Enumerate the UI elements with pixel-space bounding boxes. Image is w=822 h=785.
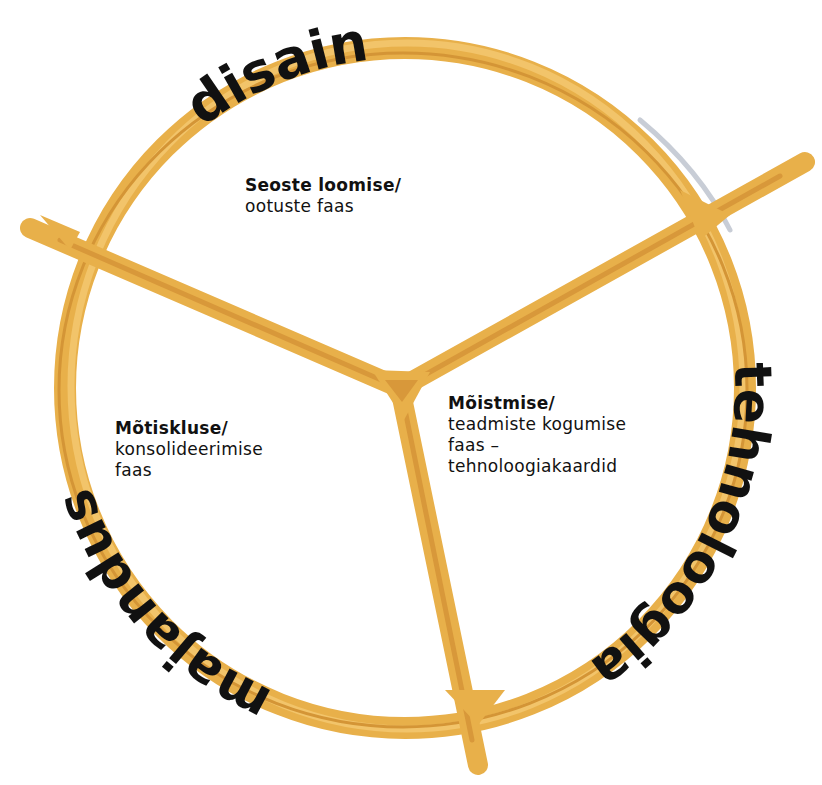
ring-word-text: majandus bbox=[44, 482, 279, 735]
ring-word: majandus bbox=[44, 482, 279, 735]
phase-region: Mõistmise/teadmiste kogumise faas – tehn… bbox=[448, 393, 648, 481]
spoke-knot bbox=[680, 190, 730, 240]
spoke-vein bbox=[405, 176, 780, 386]
spoke-joint-shade bbox=[385, 380, 418, 402]
spoke-vein bbox=[60, 240, 395, 386]
phase-description: ootuste faas bbox=[245, 196, 455, 217]
spoke bbox=[30, 228, 400, 388]
phase-description: konsolideerimise faas bbox=[115, 439, 295, 481]
spoke-joint bbox=[372, 370, 430, 420]
spokes bbox=[30, 162, 805, 765]
phase-heading: Mõtiskluse/ bbox=[115, 418, 295, 439]
ring-word: disain bbox=[174, 10, 372, 138]
phase-heading: Mõistmise/ bbox=[448, 393, 648, 414]
spoke bbox=[400, 162, 805, 388]
spoke-knot bbox=[445, 690, 505, 725]
phase-description: teadmiste kogumise faas – tehnoloogiakaa… bbox=[448, 414, 648, 477]
ring-word-text: disain bbox=[174, 10, 372, 138]
phase-region: Mõtiskluse/konsolideerimise faas bbox=[115, 418, 295, 485]
spoke-knot bbox=[40, 215, 80, 250]
ring-word: tehnoloogia bbox=[581, 361, 784, 701]
phase-region: Seoste loomise/ootuste faas bbox=[245, 175, 455, 221]
ring-word-text: tehnoloogia bbox=[581, 361, 784, 701]
phase-heading: Seoste loomise/ bbox=[245, 175, 455, 196]
